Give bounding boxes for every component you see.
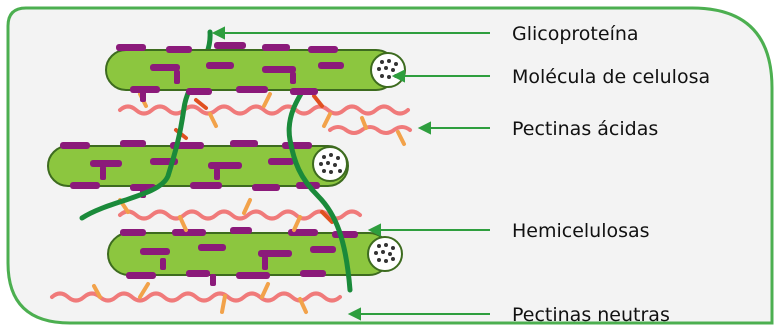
label-acidic-pectins: Pectinas ácidas [512,118,658,140]
label-cellulose-molecule: Molécula de celulosa [512,66,710,88]
label-glycoprotein: Glicoproteína [512,23,639,45]
label-hemicelluloses: Hemicelulosas [512,220,650,242]
label-neutral-pectins: Pectinas neutras [512,304,670,326]
